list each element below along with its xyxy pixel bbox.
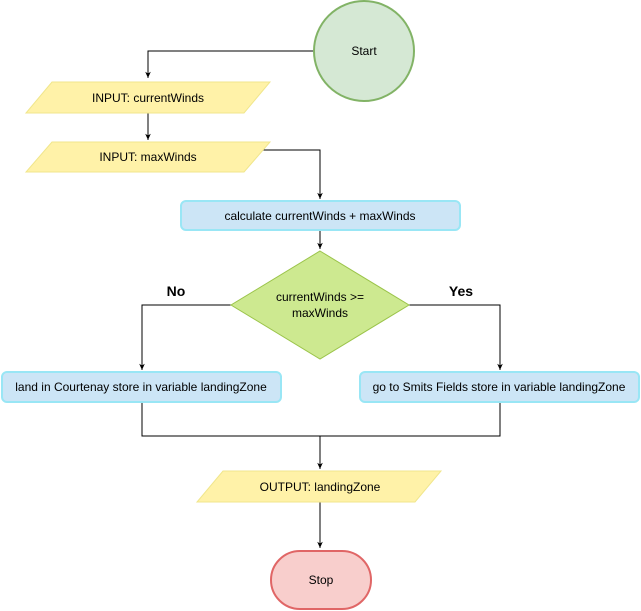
- input-current-winds-node: INPUT: currentWinds: [24, 81, 272, 114]
- decision-node: currentWinds >= maxWinds: [230, 250, 410, 360]
- edge-input-max-to-calculate: [258, 149, 323, 199]
- stop-node: Stop: [270, 550, 372, 610]
- output-shape: [195, 470, 443, 503]
- calculate-label: calculate currentWinds + maxWinds: [224, 209, 415, 223]
- decision-shape: [230, 250, 410, 360]
- calculate-shape: [180, 200, 461, 231]
- smits-node: go to Smits Fields store in variable lan…: [359, 371, 640, 403]
- edge-start-to-input-current: [145, 50, 314, 78]
- input-max-winds-shape: [24, 141, 272, 173]
- branch-label-no: No: [167, 283, 186, 299]
- courtenay-shape: [1, 371, 282, 403]
- courtenay-node: land in Courtenay store in variable land…: [1, 371, 282, 403]
- input-max-winds-label: INPUT: maxWinds: [99, 150, 196, 164]
- start-node: Start: [313, 0, 415, 102]
- edge-decision-to-courtenay: [139, 304, 231, 370]
- calculate-node: calculate currentWinds + maxWinds: [180, 200, 461, 231]
- smits-label: go to Smits Fields store in variable lan…: [373, 380, 626, 394]
- decision-label-line2: maxWinds: [292, 306, 348, 320]
- smits-shape: [359, 371, 640, 403]
- courtenay-label: land in Courtenay store in variable land…: [15, 380, 267, 394]
- input-current-winds-label: INPUT: currentWinds: [92, 91, 204, 105]
- branch-label-yes: Yes: [449, 283, 473, 299]
- edge-decision-to-smits: [409, 304, 503, 370]
- output-label: OUTPUT: landingZone: [260, 480, 381, 494]
- decision-label-line1: currentWinds >=: [276, 290, 364, 304]
- input-current-winds-shape: [24, 81, 272, 114]
- output-node: OUTPUT: landingZone: [195, 470, 443, 503]
- edge-courtenay-to-merge: [141, 402, 501, 437]
- stop-shape: [270, 550, 372, 610]
- input-max-winds-node: INPUT: maxWinds: [24, 141, 272, 173]
- start-node-shape: [313, 0, 415, 102]
- start-node-label: Start: [351, 44, 377, 58]
- stop-label: Stop: [309, 573, 334, 587]
